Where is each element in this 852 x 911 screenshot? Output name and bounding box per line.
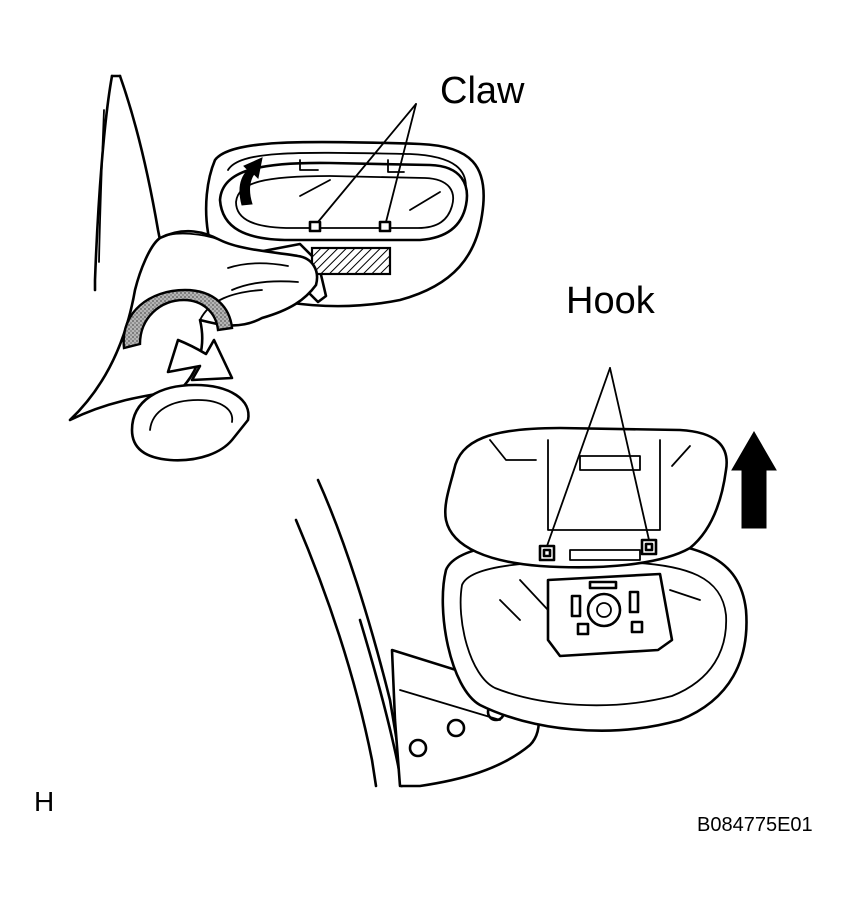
view-letter: H [34,786,55,817]
return-arrow-icon [166,338,234,382]
hook-label: Hook [566,280,655,322]
circular-rotate-arrow-icon [122,288,234,350]
actuator-plate [499,572,701,658]
claw-left [308,220,322,233]
figure-code: B084775E01 [697,814,813,836]
mirror-base [390,648,540,788]
up-arrow-icon [731,431,777,529]
door-pillar-bottom [294,478,404,788]
claw-label: Claw [440,70,525,112]
claw-right [378,220,392,233]
door-pillar-top [93,74,162,292]
claw-leader-lines [317,103,417,223]
claw-markers [308,220,392,233]
curved-arrow-icon [239,157,263,206]
hook-leader-lines [546,367,650,547]
mirror-glass-lifted [444,426,728,569]
